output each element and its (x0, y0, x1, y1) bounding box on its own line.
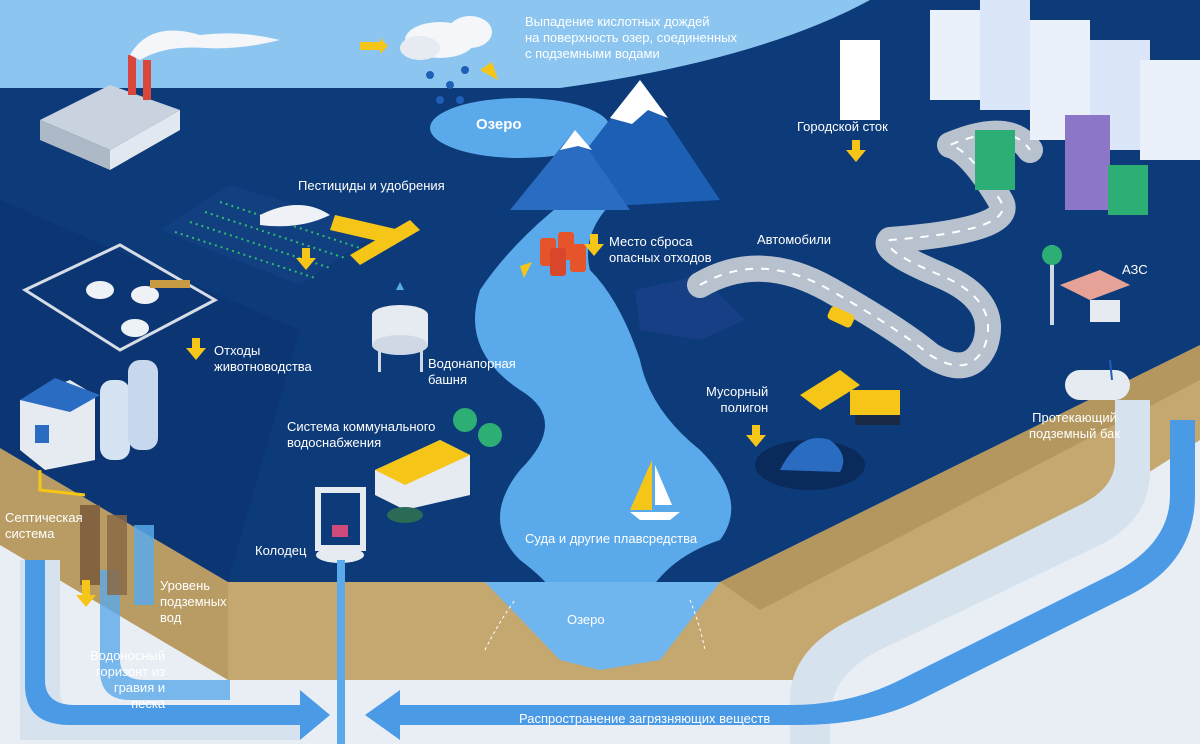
label-livestock-waste: Отходы животноводства (214, 343, 312, 374)
label-lake-top: Озеро (476, 116, 522, 133)
label-groundwater-level: Уровень подземных вод (160, 578, 227, 625)
gas-station (1042, 245, 1130, 325)
label-gas-station: АЗС (1122, 262, 1148, 277)
label-pollutant-spread: Распространение загрязняющих веществ (519, 711, 771, 726)
livestock-pen (21, 243, 219, 352)
label-boats: Суда и другие плавсредства (525, 531, 698, 546)
crop-duster-plane (260, 205, 420, 265)
lake-dashed-outline (484, 599, 706, 651)
factory (40, 30, 280, 170)
flow-arrow-left (25, 560, 330, 740)
label-city-runoff: Городской сток (797, 119, 888, 134)
label-acid-rain: Выпадение кислотных дождей на поверхност… (525, 14, 737, 61)
leaking-tank (1065, 359, 1130, 400)
label-hazardous-waste: Место сброса опасных отходов (609, 234, 712, 265)
label-municipal-water: Система коммунального водоснабжения (287, 419, 436, 450)
flow-channel-right (790, 400, 1150, 744)
label-cars: Автомобили (757, 232, 832, 247)
mountain-big-snow (610, 80, 668, 124)
soil-shade (720, 345, 1200, 610)
city (840, 0, 1200, 215)
lake-section (485, 582, 720, 670)
label-water-tower: Водонапорная башня (428, 356, 516, 387)
barn (20, 360, 158, 470)
road-lines (699, 132, 1031, 367)
well (315, 487, 366, 744)
municipal-building (375, 408, 502, 523)
soil-front (228, 345, 1200, 680)
car (827, 306, 855, 328)
label-leaking-tank: Протекающий подземный бак (1029, 410, 1121, 441)
acid-rain-cloud (360, 16, 498, 104)
flow-arrow-right (365, 420, 1195, 740)
label-septic-system: Септическая система (5, 510, 83, 541)
label-lake-bottom: Озеро (567, 612, 605, 627)
dark-hill (635, 275, 745, 340)
hazardous-barrels (540, 232, 586, 276)
mountain-small (510, 130, 630, 210)
label-landfill: Мусорный полигон (706, 384, 769, 415)
label-pesticides: Пестициды и удобрения (298, 178, 445, 193)
crop-field (160, 185, 380, 285)
label-well: Колодец (255, 543, 307, 558)
septic-system (38, 470, 154, 605)
mountain-small-snow (560, 130, 592, 150)
pollutant-arrows (76, 140, 866, 607)
sailboat (630, 460, 680, 520)
label-aquifer: Водоносный горизонт из гравия и песка (90, 648, 166, 711)
landfill (755, 370, 900, 490)
water-tower (372, 282, 428, 372)
